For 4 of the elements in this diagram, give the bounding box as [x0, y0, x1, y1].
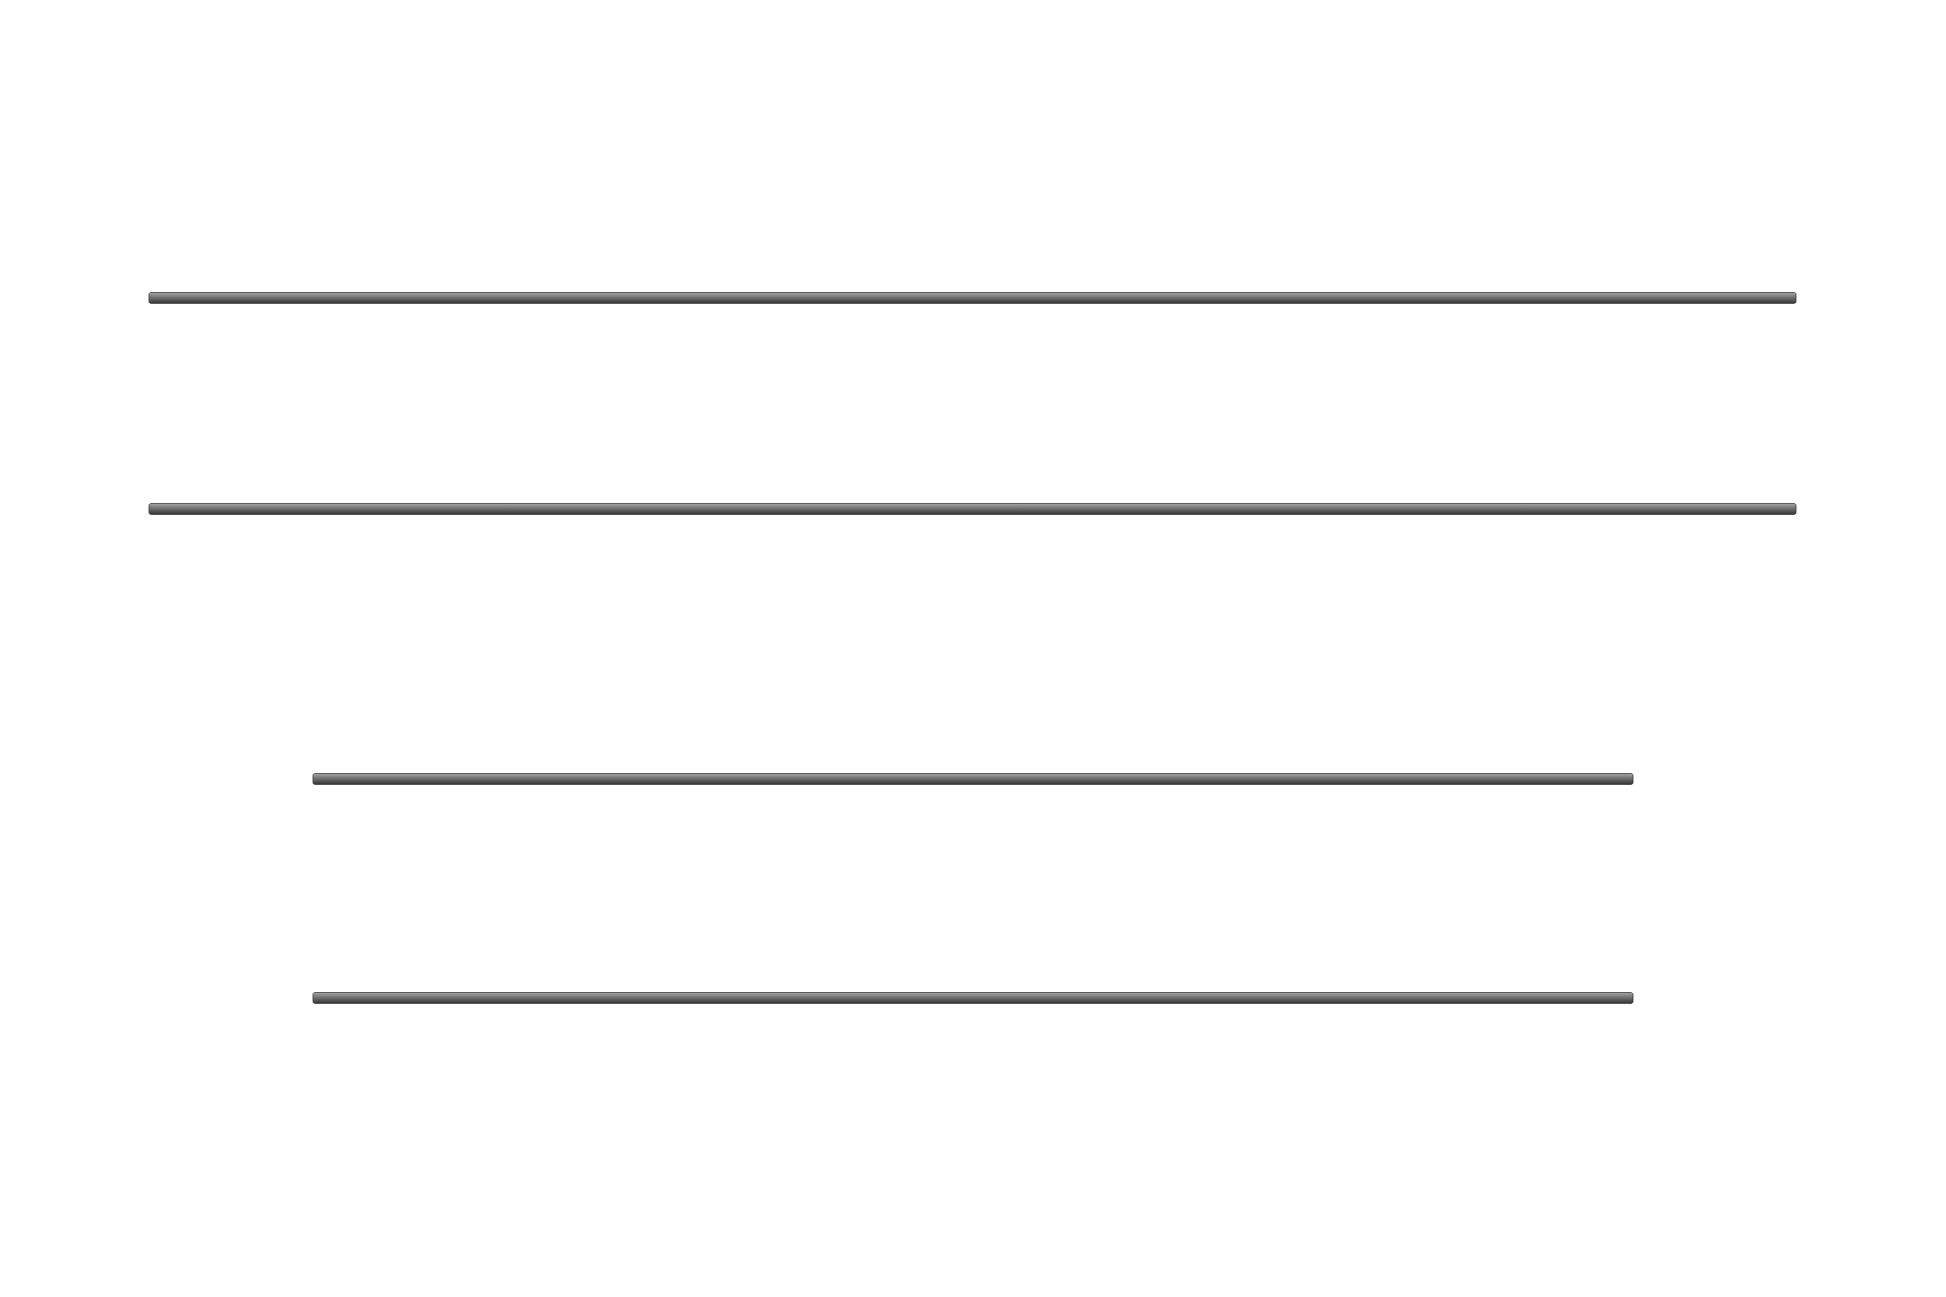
carbon-rod [312, 773, 1634, 785]
carbon-rod [312, 992, 1634, 1004]
carbon-rod [148, 503, 1797, 515]
carbon-rod [148, 292, 1797, 304]
